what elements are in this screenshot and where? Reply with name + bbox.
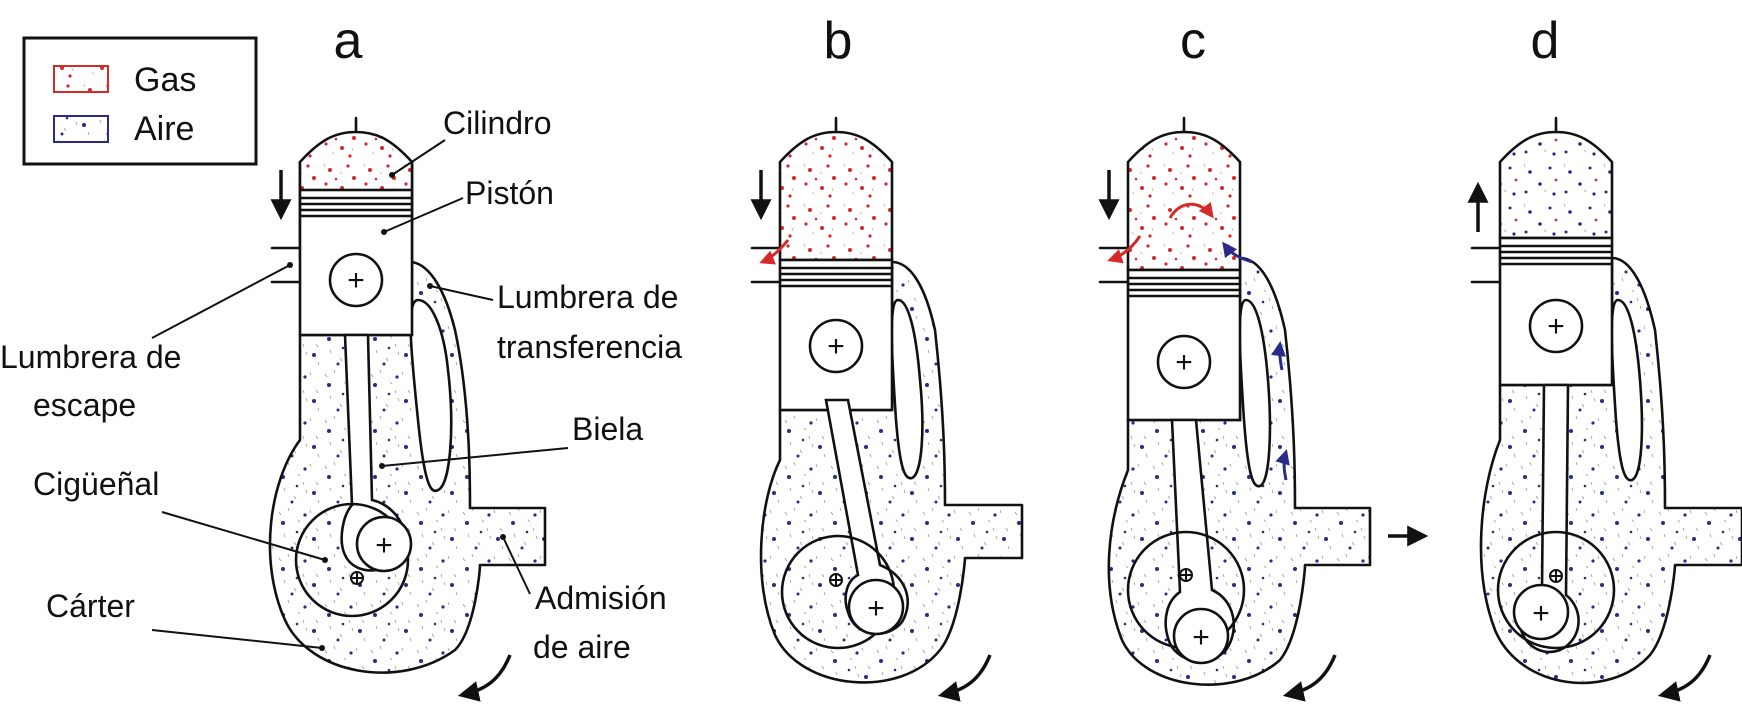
legend-air-swatch — [53, 115, 109, 143]
label-lumbrera-transferencia-2: transferencia — [497, 329, 682, 365]
engine-panel-d: + + — [1467, 116, 1742, 702]
svg-text:+: + — [1547, 310, 1565, 343]
label-admision-1: Admisión — [535, 580, 667, 616]
svg-text:+: + — [827, 330, 845, 363]
svg-text:+: + — [347, 264, 365, 297]
svg-text:+: + — [375, 529, 393, 562]
legend: Gas Aire — [22, 36, 258, 166]
svg-text:+: + — [867, 592, 885, 625]
rotation-arrow-icon — [1282, 654, 1337, 702]
rotation-arrow-icon — [937, 654, 992, 702]
svg-text:+: + — [1532, 597, 1550, 630]
legend-air-label: Aire — [134, 110, 194, 148]
engine-panel-c: + + — [1098, 116, 1372, 702]
label-piston: Pistón — [465, 175, 554, 211]
label-cilindro: Cilindro — [443, 105, 551, 141]
crankshaft — [294, 502, 410, 618]
panel-letter-d: d — [1531, 12, 1560, 70]
label-admision-2: de aire — [533, 629, 631, 665]
rotation-arrow-icon — [1657, 654, 1712, 702]
legend-gas-label: Gas — [134, 61, 196, 99]
crank-center-icon — [1179, 568, 1193, 582]
label-lumbrera-escape-2: escape — [33, 387, 136, 423]
label-biela: Biela — [572, 411, 643, 447]
label-lumbrera-transferencia-1: Lumbrera de — [497, 279, 678, 315]
panel-letter-c: c — [1180, 12, 1206, 70]
panel-a-labels: Cilindro Pistón Lumbrera de transferenci… — [0, 105, 682, 665]
crankcase — [268, 260, 547, 674]
label-carter: Cárter — [46, 588, 135, 624]
crank-center-icon — [829, 573, 843, 587]
legend-gas-swatch — [53, 65, 109, 93]
crank-center-icon — [350, 571, 364, 585]
rotation-arrow-icon — [457, 654, 512, 702]
svg-text:+: + — [1192, 621, 1210, 654]
label-ciguenal: Cigüeñal — [33, 466, 159, 502]
label-lumbrera-escape-1: Lumbrera de — [0, 339, 181, 375]
crank-center-icon — [1549, 569, 1563, 583]
panel-letter-b: b — [824, 12, 853, 70]
engine-panel-b: + + — [750, 116, 1024, 702]
svg-text:+: + — [1175, 346, 1193, 379]
engine-panel-a: + + — [268, 116, 547, 702]
panel-letter-a: a — [334, 12, 363, 70]
